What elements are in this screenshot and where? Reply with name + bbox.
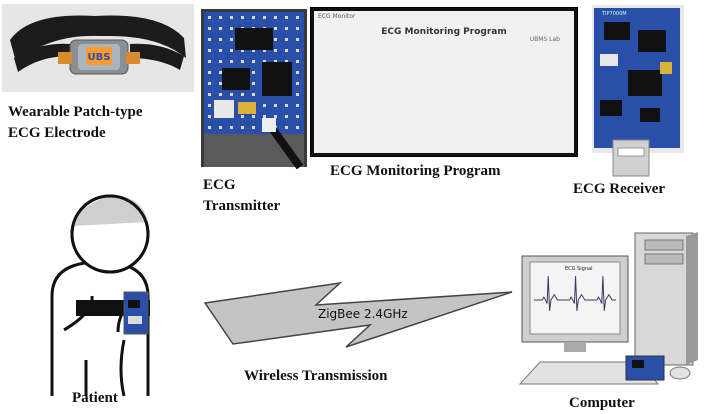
wireless-bolt <box>203 281 513 348</box>
monitoring-program-label: ECG Monitoring Program <box>330 163 501 179</box>
worn-transmitter <box>123 291 149 335</box>
computer-illustration <box>518 232 698 385</box>
wireless-label: Wireless Transmission <box>244 368 388 384</box>
program-corner-text: ECG Monitor <box>318 13 356 20</box>
transmitter-label-1: ECG <box>203 177 236 193</box>
receiver-board-photo: TIP7000M <box>592 5 684 177</box>
electrode-label-2: ECG Electrode <box>8 125 106 141</box>
zigbee-label: ZigBee 2.4GHz <box>318 307 408 321</box>
electrode-label-1: Wearable Patch-type <box>8 104 143 120</box>
ubs-logo: UBS <box>88 52 111 63</box>
program-window-title: ECG Monitoring Program <box>381 27 507 37</box>
transmitter-label-2: Transmitter <box>203 198 281 214</box>
electrode-photo: UBS <box>2 4 194 92</box>
receiver-board-mark: TIP7000M <box>601 11 627 17</box>
receiver-label: ECG Receiver <box>573 181 666 197</box>
ecg-trace-computer <box>534 275 616 311</box>
transmitter-board-photo <box>201 9 307 170</box>
program-lab-label: UBMS Lab <box>529 36 560 43</box>
computer-label: Computer <box>569 395 635 411</box>
patient-label: Patient <box>72 390 118 406</box>
computer-screen-title: ECG Signal <box>565 266 593 272</box>
monitoring-program-window: ECG Monitor ECG Monitoring Program UBMS … <box>310 7 578 157</box>
